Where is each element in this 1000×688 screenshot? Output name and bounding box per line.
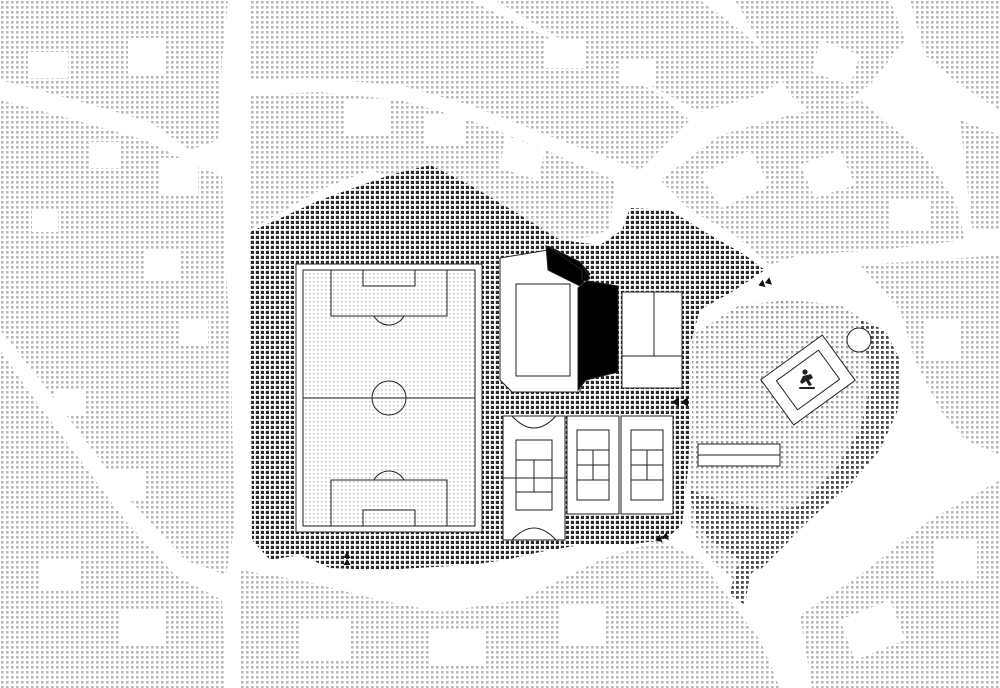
city-block — [0, 0, 228, 150]
court-inner — [515, 439, 553, 511]
city-block — [495, 0, 790, 112]
city-block — [910, 0, 1000, 110]
city-block — [0, 350, 226, 688]
building-footprint — [935, 540, 977, 580]
football-pitch — [295, 263, 483, 533]
center-circle — [371, 380, 407, 416]
building-west-roof — [515, 283, 571, 377]
building-footprint — [180, 320, 208, 344]
building-footprint — [128, 38, 166, 74]
building-footprint — [620, 60, 654, 86]
double-triangle-arrow-icon — [758, 277, 773, 288]
building-footprint — [812, 40, 860, 85]
plaza-elements — [697, 327, 872, 467]
key-arc-top — [511, 415, 557, 429]
building-footprint — [545, 40, 585, 68]
building-footprint — [560, 605, 604, 645]
city-block — [960, 120, 1000, 230]
city-block — [240, 540, 780, 688]
building-footprint — [345, 100, 389, 134]
main-buildings — [499, 245, 683, 393]
building-footprint — [925, 320, 961, 360]
penalty-arc-bottom — [373, 470, 405, 481]
skater-icon — [799, 369, 815, 389]
building-footprint — [890, 200, 930, 230]
building-footprint — [40, 560, 80, 590]
building-footprint — [32, 210, 58, 232]
sports-courts — [502, 415, 674, 541]
goal-area-top — [362, 269, 416, 287]
building-footprint — [430, 630, 484, 666]
building-footprint — [120, 610, 166, 646]
building-footprint — [500, 135, 545, 180]
building-dark-wing — [547, 245, 619, 392]
goal-area-bottom — [362, 509, 416, 527]
city-block — [250, 0, 690, 170]
building-footprint — [840, 600, 905, 660]
city-block — [0, 100, 235, 575]
building-footprint — [55, 390, 85, 416]
building-footprint — [28, 52, 68, 78]
building-east — [621, 291, 683, 389]
round-kiosk — [846, 327, 872, 353]
building-footprint — [145, 250, 179, 280]
double-triangle-arrow-icon — [672, 397, 688, 407]
double-triangle-arrow-icon — [343, 552, 351, 565]
building-footprint — [700, 150, 770, 208]
skatepark-bowl — [775, 349, 841, 411]
double-triangle-arrow-icon — [655, 532, 670, 543]
building-footprint — [800, 150, 855, 198]
building-footprint — [300, 620, 350, 660]
block-buildings — [28, 38, 977, 666]
key-arc-bottom — [511, 527, 557, 541]
building-footprint — [160, 158, 198, 194]
entrance-markers — [343, 277, 773, 565]
building-footprint — [425, 115, 465, 145]
penalty-arc-top — [373, 315, 405, 326]
building-footprint — [110, 470, 146, 500]
site-ground-south — [690, 490, 810, 570]
building-footprint — [90, 142, 120, 168]
